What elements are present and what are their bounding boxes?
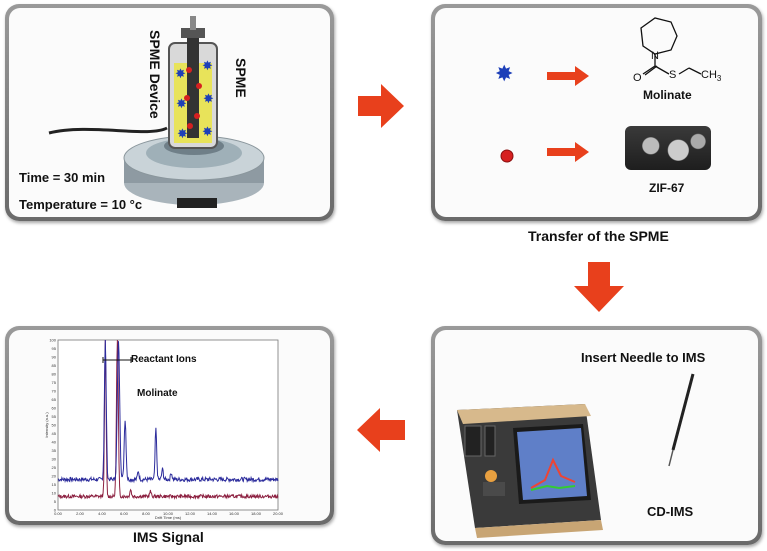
svg-text:✸: ✸ (176, 96, 187, 111)
x-tick-label: 16.00 (229, 511, 240, 516)
transfer-illustration: ✸ (495, 17, 702, 163)
y-tick-label: 20 (52, 474, 57, 479)
series-red-line (57, 339, 279, 500)
molinate-star-icon: ✸ (495, 61, 513, 86)
y-tick-label: 70 (52, 389, 57, 394)
y-tick-label: 60 (52, 406, 57, 411)
ims-molinate-label: Molinate (137, 388, 178, 399)
x-tick-label: 20.00 (273, 511, 284, 516)
svg-text:✸: ✸ (175, 66, 186, 81)
y-tick-label: 35 (52, 448, 57, 453)
y-tick-label: 50 (52, 423, 57, 428)
spme-device-label: SPME Device (147, 30, 163, 119)
x-tick-label: 12.00 (185, 511, 196, 516)
x-tick-label: 2.00 (76, 511, 85, 516)
spme-setup-illustration (48, 16, 265, 208)
chart-plot-area (57, 339, 279, 511)
y-tick-label: 10 (52, 491, 57, 496)
analyte-markers: ✸ ✸ ✸ ✸ ✸ ✸ (175, 58, 214, 141)
y-tick-label: 95 (52, 346, 57, 351)
y-tick-label: 30 (52, 457, 57, 462)
atom-ch3: CH3 (701, 69, 721, 83)
ims-signal-caption: IMS Signal (133, 529, 204, 545)
x-tick-label: 6.00 (120, 511, 129, 516)
atom-ch3-text: CH (701, 69, 717, 81)
y-tick-label: 100 (49, 338, 56, 343)
svg-text:✸: ✸ (177, 126, 188, 141)
zif-label: ZIF-67 (649, 181, 685, 195)
y-tick-label: 5 (54, 499, 57, 504)
insert-needle-label: Insert Needle to IMS (581, 350, 706, 365)
y-tick-label: 80 (52, 372, 57, 377)
temperature-label: Temperature = 10 °c (19, 197, 143, 212)
reactant-ions-label: Reactant Ions (131, 354, 197, 365)
y-tick-label: 65 (52, 397, 57, 402)
atom-s: S (669, 69, 677, 81)
y-tick-label: 45 (52, 431, 57, 436)
x-tick-label: 10.00 (163, 511, 174, 516)
y-tick-label: 90 (52, 355, 57, 360)
zif-sem-image (625, 126, 711, 170)
panel-transfer: ✸ N O S CH3 Molinate ZIF-67 (431, 4, 762, 221)
svg-text:✸: ✸ (202, 58, 213, 73)
panel-cd-ims-inner: Insert Needle to IMS CD-IMS (435, 330, 758, 541)
molinate-star-markers: ✸ ✸ ✸ ✸ ✸ ✸ (175, 58, 214, 141)
atom-ch3-sub: 3 (716, 74, 722, 84)
y-tick-label: 0 (54, 508, 57, 513)
molinate-label: Molinate (643, 88, 692, 102)
zif-dot-icon (500, 149, 514, 163)
atom-n: N (651, 50, 659, 62)
y-tick-label: 25 (52, 465, 57, 470)
molinate-structure (640, 17, 702, 76)
x-tick-label: 18.00 (251, 511, 262, 516)
x-axis-label: Drift Time (ms) (155, 515, 182, 520)
series-blue-line (57, 339, 279, 484)
panel-transfer-inner: ✸ N O S CH3 Molinate ZIF-67 (435, 8, 758, 217)
transfer-caption: Transfer of the SPME (528, 228, 669, 244)
ims-spectrum-chart: 1009590858075706560555045403530252015105… (44, 338, 284, 521)
panel-cd-ims: Insert Needle to IMS CD-IMS (431, 326, 762, 545)
y-tick-label: 85 (52, 363, 57, 368)
y-tick-label: 55 (52, 414, 57, 419)
chart-y-ticks: 1009590858075706560555045403530252015105… (49, 338, 56, 513)
atom-o: O (633, 72, 642, 84)
y-axis-label: Intensity (a.u.) (44, 412, 49, 438)
zif-dot-markers (184, 67, 202, 129)
x-tick-label: 14.00 (207, 511, 218, 516)
panel-spme-extraction-inner: ✸ ✸ ✸ ✸ ✸ ✸ SPME Device SPME Time = 30 m… (9, 8, 330, 217)
y-tick-label: 40 (52, 440, 57, 445)
x-tick-label: 4.00 (98, 511, 107, 516)
y-tick-label: 75 (52, 380, 57, 385)
spme-label: SPME (233, 58, 249, 98)
time-label: Time = 30 min (19, 170, 106, 185)
x-tick-label: 0.00 (54, 511, 63, 516)
svg-text:✸: ✸ (202, 124, 213, 139)
cd-ims-label: CD-IMS (647, 504, 694, 519)
x-tick-label: 8.00 (142, 511, 151, 516)
svg-text:✸: ✸ (203, 91, 214, 106)
chart-x-ticks: 0.00 2.00 4.00 6.00 8.00 10.00 12.00 14.00 16.00… (54, 511, 284, 516)
cd-ims-device (457, 373, 695, 538)
panel-spme-extraction: ✸ ✸ ✸ ✸ ✸ ✸ SPME Device SPME Time = 30 m… (5, 4, 334, 221)
y-tick-label: 15 (52, 482, 57, 487)
